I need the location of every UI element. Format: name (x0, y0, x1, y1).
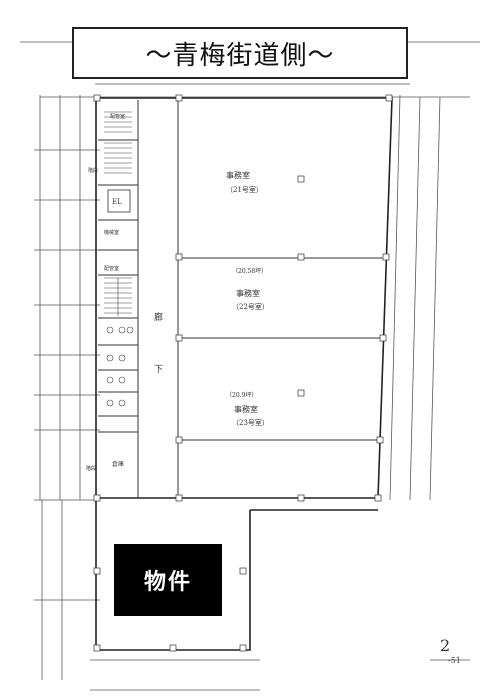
property-label: 物件 (143, 570, 192, 595)
property-marker: 物件 (114, 544, 222, 616)
stair-label-2: 階段 (86, 465, 96, 472)
pipe-space-label-1: 配管室 (110, 113, 125, 120)
corridor-label-1: 廊 (154, 311, 163, 323)
office-22-tsubo: （20.58坪） (232, 267, 267, 275)
page-number-sub: -51 (448, 656, 461, 665)
office-21-name: 事務室 (226, 170, 250, 180)
street-side-header: ～青梅街道側～ (72, 27, 408, 79)
elevator-label: EL (112, 198, 122, 206)
office-22-number: （22号室） (232, 302, 269, 311)
warehouse-label: 倉庫 (112, 460, 124, 468)
stair-label: 階段 (88, 167, 98, 174)
office-23-tsubo: （20.9坪） (226, 391, 257, 399)
machine-room-label: 機械室 (104, 229, 119, 236)
office-22-name: 事務室 (236, 288, 260, 298)
office-23-number: （23号室） (232, 418, 269, 427)
office-23-name: 事務室 (234, 404, 258, 414)
page-number: 2 (440, 636, 451, 655)
office-21-number: （21号室） (226, 185, 263, 194)
pipe-space-label-2: 配管室 (104, 265, 119, 272)
street-side-title: ～青梅街道側～ (145, 40, 335, 71)
corridor-label-2: 下 (154, 365, 163, 375)
